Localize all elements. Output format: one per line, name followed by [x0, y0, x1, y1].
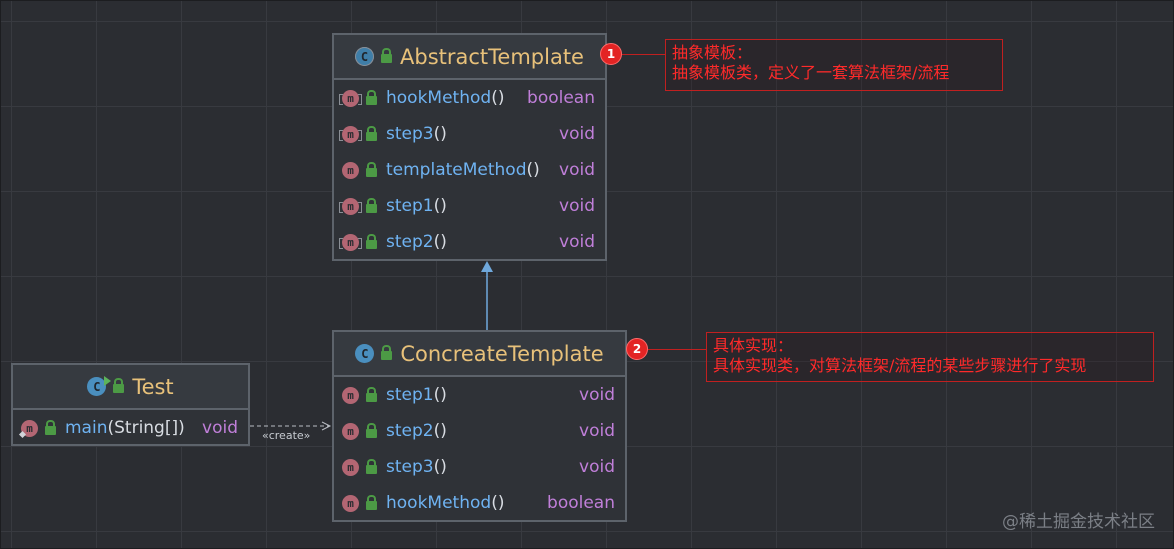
runnable-class-icon: C [87, 376, 112, 396]
class-name: ConcreateTemplate [400, 341, 604, 366]
method-row[interactable]: m templateMethod() void [334, 152, 605, 188]
annotation-text: 具体实现类，对算法框架/流程的某些步骤进行了实现 [713, 356, 1087, 375]
return-type: void [579, 457, 615, 477]
return-type: void [559, 232, 595, 252]
method-name: step3() [386, 457, 447, 477]
class-header: C ConcreateTemplate [334, 332, 625, 377]
class-abstract-template[interactable]: C AbstractTemplate m hookMethod() boolea… [332, 33, 607, 261]
return-type: void [579, 385, 615, 405]
method-row[interactable]: m main(String[]) void [13, 410, 248, 446]
method-row[interactable]: m step2() void [334, 413, 625, 449]
method-row[interactable]: m step3() void [334, 116, 605, 152]
return-type: void [559, 196, 595, 216]
method-row[interactable]: m step3() void [334, 449, 625, 485]
method-row[interactable]: m step1() void [334, 188, 605, 224]
inheritance-arrowhead [481, 261, 493, 272]
watermark: @稀土掘金技术社区 [1002, 512, 1155, 532]
annotation-note-2: 具体实现： 具体实现类，对算法框架/流程的某些步骤进行了实现 [706, 332, 1154, 382]
method-name: hookMethod() [386, 88, 505, 108]
method-name: step1() [386, 385, 447, 405]
return-type: void [202, 418, 238, 438]
abstract-method-icon: m [339, 197, 362, 215]
class-icons: C [355, 344, 393, 363]
annotation-text: 抽象模板类，定义了一套算法框架/流程 [672, 63, 950, 82]
method-name: templateMethod() [386, 160, 540, 180]
public-lock-icon [381, 48, 392, 63]
abstract-method-icon: m [339, 233, 362, 251]
method-icon: m [342, 161, 359, 179]
class-concreate-template[interactable]: C ConcreateTemplate m step1() void m ste… [332, 330, 627, 522]
class-icons: C [87, 376, 125, 396]
method-name: step3() [386, 124, 447, 144]
class-header: C Test [13, 365, 248, 410]
public-lock-icon [366, 161, 377, 177]
public-lock-icon [366, 233, 377, 249]
return-type: void [579, 421, 615, 441]
return-type: void [559, 160, 595, 180]
method-row[interactable]: m hookMethod() boolean [334, 485, 625, 521]
class-test[interactable]: C Test m main(String[]) void [11, 363, 250, 446]
method-name: step2() [386, 421, 447, 441]
method-name: main(String[]) [65, 418, 185, 438]
public-lock-icon [366, 386, 377, 402]
annotation-badge-1: 1 [600, 43, 622, 65]
create-edge-label: «create» [262, 429, 311, 442]
public-lock-icon [366, 89, 377, 105]
abstract-class-icon: C [355, 47, 374, 66]
public-lock-icon [366, 494, 377, 510]
annotation-title: 具体实现： [713, 336, 794, 355]
method-row[interactable]: m hookMethod() boolean [334, 80, 605, 116]
return-type: void [559, 124, 595, 144]
method-name: step1() [386, 196, 447, 216]
method-name: step2() [386, 232, 447, 252]
method-icon: m [342, 386, 359, 404]
method-icon: m [342, 422, 359, 440]
method-icon: m [342, 494, 359, 512]
dependency-arrowhead [321, 421, 332, 431]
class-icon: C [355, 344, 375, 363]
method-row[interactable]: m step2() void [334, 224, 605, 260]
public-lock-icon [113, 378, 125, 393]
class-icons: C [355, 47, 392, 66]
return-type: boolean [527, 88, 595, 108]
static-method-icon: m [21, 419, 38, 437]
public-lock-icon [366, 197, 377, 213]
class-name: Test [132, 374, 174, 399]
method-name: hookMethod() [386, 493, 505, 513]
annotation-badge-2: 2 [626, 338, 648, 360]
annotation-leader-1 [622, 54, 666, 55]
method-row[interactable]: m step1() void [334, 377, 625, 413]
abstract-method-icon: m [339, 89, 362, 107]
class-name: AbstractTemplate [400, 44, 584, 69]
public-lock-icon [45, 419, 56, 435]
public-lock-icon [366, 125, 377, 141]
public-lock-icon [366, 458, 377, 474]
annotation-leader-2 [648, 349, 707, 350]
return-type: boolean [547, 493, 615, 513]
annotation-note-1: 抽象模板： 抽象模板类，定义了一套算法框架/流程 [665, 39, 1003, 91]
class-header: C AbstractTemplate [334, 35, 605, 80]
public-lock-icon [366, 422, 377, 438]
abstract-method-icon: m [339, 125, 362, 143]
annotation-title: 抽象模板： [672, 43, 753, 62]
method-icon: m [342, 458, 359, 476]
public-lock-icon [381, 345, 393, 360]
